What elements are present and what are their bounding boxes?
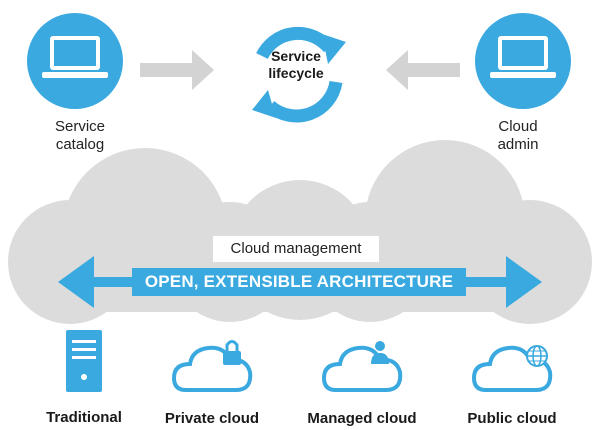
cloud-admin-node — [475, 13, 571, 109]
arrow-head-right — [506, 256, 542, 308]
laptop-icon — [42, 36, 108, 78]
service-lifecycle-label: Service lifecycle — [268, 48, 324, 81]
cloud-globe-icon — [471, 345, 553, 392]
cloud-user-icon — [321, 341, 403, 392]
left-flow-arrow — [140, 50, 214, 90]
public-cloud-label: Public cloud — [467, 410, 557, 427]
service-catalog-label: Service catalog — [54, 118, 106, 153]
server-tower-icon — [66, 330, 102, 392]
laptop-icon — [490, 36, 556, 78]
right-flow-arrow — [386, 50, 460, 90]
traditional-label: Traditional — [46, 409, 122, 426]
lifecycle-cycle-icon — [252, 26, 346, 123]
cloud-lock-icon — [171, 340, 253, 392]
service-catalog-node — [27, 13, 123, 109]
managed-cloud-label: Managed cloud — [307, 410, 417, 427]
private-cloud-label: Private cloud — [164, 410, 260, 427]
cloud-management-label: Cloud management — [213, 236, 379, 262]
arrow-head-left — [58, 256, 94, 308]
architecture-banner: OPEN, EXTENSIBLE ARCHITECTURE — [132, 268, 466, 296]
cloud-admin-label: Cloud admin — [497, 118, 539, 153]
